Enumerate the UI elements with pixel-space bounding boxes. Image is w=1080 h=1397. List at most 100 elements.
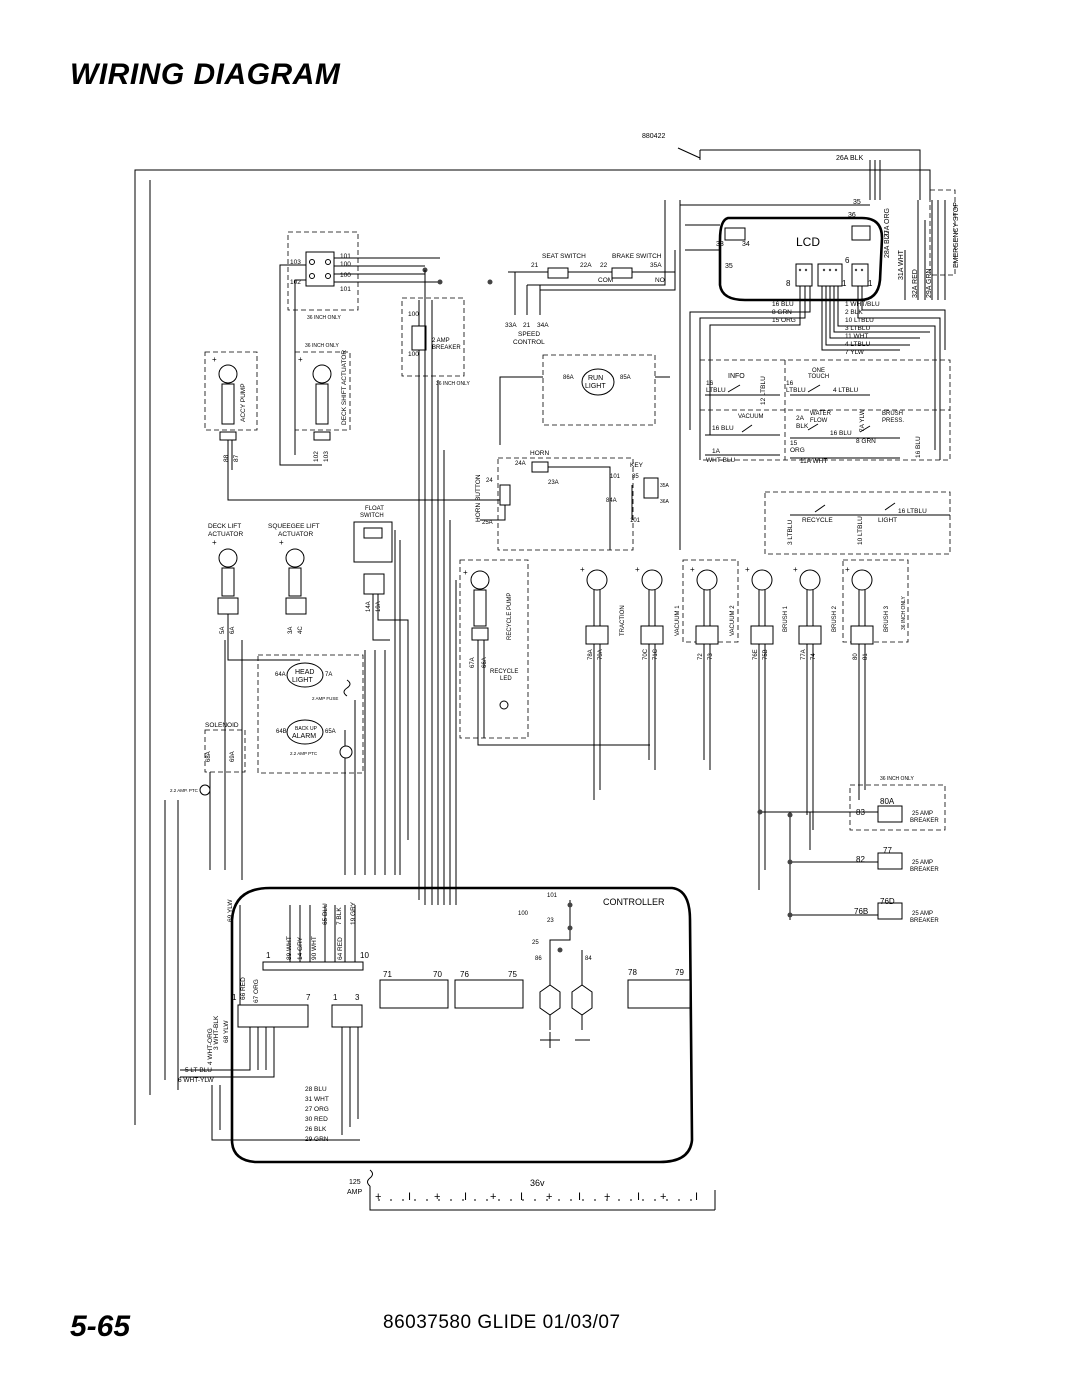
deck-shift-103: 103 — [323, 451, 330, 462]
two-amp-fuse: 2 AMP FUSE — [312, 696, 338, 701]
alarm-1: BACK UP — [295, 726, 318, 732]
bundle-10-ltblu: 10 LTBLU — [845, 317, 874, 324]
vac1-plus: + — [635, 565, 640, 574]
b2-74: 74 — [811, 653, 817, 660]
accy-87: 87 — [233, 454, 240, 462]
switch-one-touch-1: ONE — [812, 368, 825, 374]
battery-voltage: 36v — [530, 1178, 545, 1188]
sb-22: 22 — [600, 262, 608, 269]
float-19a: 19A — [376, 601, 382, 612]
term-75: 75 — [508, 970, 517, 979]
accy-plus: + — [212, 355, 217, 364]
document-info: 86037580 GLIDE 01/03/07 — [383, 1312, 621, 1333]
ctrl-25: 25 — [532, 940, 539, 946]
ctrl-86: 86 — [535, 956, 542, 962]
bat-mark: I — [408, 1191, 411, 1203]
deck-shift-actuator — [294, 351, 351, 441]
bat-mark: I — [637, 1191, 640, 1203]
deck-lift-6a: 6A — [230, 627, 236, 634]
vacuum-1-label: VACUUM 1 — [675, 605, 681, 636]
fuse-125: 125 — [349, 1179, 361, 1186]
solenoid-label: SOLENOID — [205, 722, 239, 729]
horn-24: 24 — [486, 478, 493, 484]
lcd-pin-6: 6 — [845, 256, 850, 265]
cl-3-wht-blk: 3 WHT-BLK — [213, 1015, 220, 1050]
wire-32a-red: 32A RED — [912, 269, 919, 298]
b25-2a: 25 AMP — [912, 860, 933, 866]
run-light-1: RUN — [588, 375, 603, 382]
ptc-a: 2.2 AMP PTC — [290, 751, 318, 756]
lcd-module — [718, 216, 884, 302]
headlight-2: LIGHT — [292, 677, 313, 684]
tr-78a: 78A — [588, 649, 594, 660]
wire-35: 35 — [853, 199, 861, 206]
sw-7a-ylw: 7A YLW — [859, 408, 866, 432]
deck-shift-plus: + — [298, 355, 303, 364]
ct-7-blk: 7 BLK — [336, 907, 343, 925]
cb-67-org: 67 ORG — [253, 979, 260, 1003]
speed-control-2: CONTROL — [513, 339, 545, 346]
bat-mark: I — [695, 1191, 698, 1203]
run-86a: 86A — [563, 375, 574, 381]
b25-2b: BREAKER — [910, 867, 939, 873]
switch-brush-2: PRESS. — [882, 418, 904, 424]
bat-mark: + — [375, 1191, 381, 1203]
traction-label: TRACTION — [620, 605, 626, 636]
controller-top-connector-wires — [239, 905, 356, 1005]
inch-only-2: 36 INCH ONLY — [305, 343, 339, 349]
horn-key — [480, 457, 659, 551]
squeegee-1: SQUEEGEE LIFT — [268, 523, 320, 530]
bat-mark: + — [660, 1191, 666, 1203]
rp-66a: 66A — [482, 657, 488, 668]
wire-bus — [149, 180, 457, 1095]
ct-69-ylw: 69 YLW — [227, 899, 234, 922]
sb-35a: 35A — [650, 262, 662, 269]
key-101b: 101 — [630, 518, 641, 524]
lcd-pin-8: 8 — [786, 279, 791, 288]
cbb-27-org: 27 ORG — [305, 1106, 329, 1113]
sw-ltblu-a: LTBLU — [706, 387, 726, 394]
horn-label: HORN — [530, 450, 549, 457]
battery-pack — [367, 1169, 715, 1211]
brush-3-label: BRUSH 3 — [884, 605, 890, 632]
sb-no: NO — [655, 277, 665, 284]
bundle-11-wht: 11 WHT — [845, 333, 868, 340]
sw-8-grn: 8 GRN — [856, 438, 876, 445]
horn-23a: 23A — [548, 480, 559, 486]
lcd-pin-35: 35 — [725, 263, 733, 270]
ct-90-wht: 90 WHT — [311, 936, 318, 960]
sw-2a: 2A — [796, 415, 805, 422]
tr-79a: 79A — [598, 649, 604, 660]
relay-101b: 101 — [340, 286, 351, 293]
bat-mark: I — [578, 1191, 581, 1203]
ct-89-wht: 89 WHT — [286, 936, 293, 960]
speed-control-1: SPEED — [518, 331, 540, 338]
wire-31a-wht: 31A WHT — [898, 249, 905, 280]
cbb-28-blu: 28 BLU — [305, 1086, 327, 1093]
sw-16a: 16 — [706, 380, 714, 387]
bundle-3-ltblu: 3 LTBLU — [845, 325, 870, 332]
battery-cells: + I + I + I + I + I + I — [375, 1191, 698, 1203]
b25-3a: 25 AMP — [912, 911, 933, 917]
sb-22a: 22A — [580, 262, 592, 269]
cb-66-red: 66 RED — [240, 977, 247, 1000]
breaker-76d: 76D — [880, 897, 895, 906]
breaker-77: 77 — [883, 846, 892, 855]
relay-100a: 100 — [340, 261, 351, 268]
sw-3-ltblu: 3 LTBLU — [787, 520, 794, 545]
sw-16-blu-a: 16 BLU — [712, 425, 734, 432]
b1-76e: 76E — [753, 649, 759, 660]
breaker-80a: 80A — [880, 797, 895, 806]
b25-3b: BREAKER — [910, 918, 939, 924]
alarm-2: ALARM — [292, 733, 316, 740]
horn-button-label: HORN BUTTON — [475, 474, 482, 522]
wire-28a-blu: 28A BLU — [884, 230, 891, 258]
emergency-stop-area — [904, 189, 956, 300]
pin-3: 3 — [355, 993, 360, 1002]
key-35a: 35A — [660, 483, 670, 489]
head-light-alarm — [257, 654, 364, 774]
squeegee-3a: 3A — [288, 627, 294, 634]
sw-16-blu-c: 16 BLU — [915, 436, 922, 458]
lcd-pin-1b: 1 — [868, 279, 873, 288]
breaker-100b: 100 — [408, 351, 419, 358]
